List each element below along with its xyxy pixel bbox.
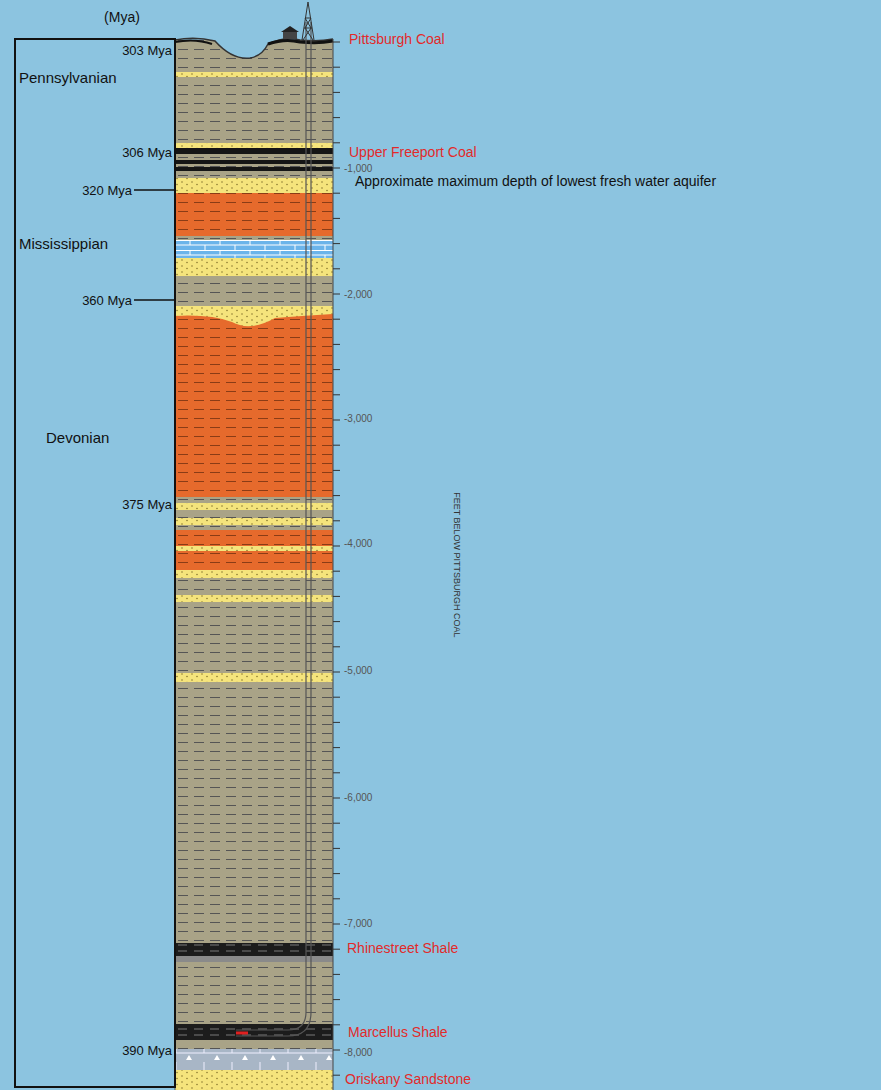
depth-label: -5,000 (344, 665, 372, 676)
age-label: 320 Mya (82, 184, 132, 198)
rock-layer (175, 1049, 333, 1070)
rock-layer (175, 503, 333, 510)
rock-layer (175, 578, 333, 595)
aquifer-note: Approximate maximum depth of lowest fres… (355, 174, 716, 189)
rock-layer (175, 570, 333, 578)
rock-layer (175, 962, 333, 1024)
formation-name: Upper Freeport Coal (349, 145, 477, 160)
rock-layer (175, 1024, 333, 1040)
depth-label: -8,000 (344, 1047, 372, 1058)
formation-name: Pittsburgh Coal (349, 32, 445, 47)
period-name: Pennsylvanian (19, 70, 117, 87)
depth-label: -4,000 (344, 538, 372, 549)
age-label: 306 Mya (122, 146, 172, 160)
rock-layer (175, 546, 333, 551)
rock-layer (175, 956, 333, 962)
rock-layer (175, 306, 333, 497)
rock-layer (175, 497, 333, 503)
rock-layer (175, 236, 333, 240)
depth-label: -3,000 (344, 413, 372, 424)
rock-layer (175, 525, 333, 530)
period-name: Mississippian (19, 236, 108, 253)
rock-layer (175, 276, 333, 306)
rock-layer (175, 143, 333, 148)
period-name: Devonian (46, 430, 109, 447)
rock-layer (175, 154, 333, 160)
rock-layer (175, 1040, 333, 1049)
rock-layer (175, 510, 333, 518)
rock-layer (175, 164, 333, 167)
rock-layer (175, 551, 333, 570)
rock-layer (175, 240, 333, 258)
formation-name: Oriskany Sandstone (345, 1072, 471, 1087)
rock-layer (175, 1070, 333, 1090)
rock-layer (175, 682, 333, 943)
depth-label: -6,000 (344, 792, 372, 803)
age-label: 360 Mya (82, 294, 132, 308)
formation-name: Marcellus Shale (348, 1025, 448, 1040)
rock-layer (175, 178, 333, 193)
rock-layer (175, 673, 333, 682)
rock-layer (175, 148, 333, 154)
rock-layer (175, 72, 333, 77)
formation-name: Rhinestreet Shale (347, 941, 458, 956)
rock-layer (175, 77, 333, 143)
rock-layer (175, 167, 333, 171)
period-box: (Mya)303 MyaPennsylvanian306 Mya320 MyaM… (14, 38, 176, 1088)
age-header: (Mya) (104, 10, 140, 25)
axis-title: FEET BELOW PITTSBURGH COAL (451, 492, 461, 637)
rock-layer (175, 160, 333, 164)
rock-layer (175, 530, 333, 546)
depth-label: -7,000 (344, 918, 372, 929)
depth-label: -1,000 (344, 163, 372, 174)
rock-layer (175, 171, 333, 178)
rock-layer (175, 602, 333, 673)
rock-layer (175, 943, 333, 956)
rock-layer (175, 193, 333, 236)
rock-layer (175, 518, 333, 525)
age-label: 303 Mya (122, 44, 172, 58)
age-label: 375 Mya (122, 498, 172, 512)
depth-label: -2,000 (344, 289, 372, 300)
rock-layer (175, 258, 333, 276)
age-label: 390 Mya (122, 1044, 172, 1058)
rock-layer (175, 595, 333, 602)
